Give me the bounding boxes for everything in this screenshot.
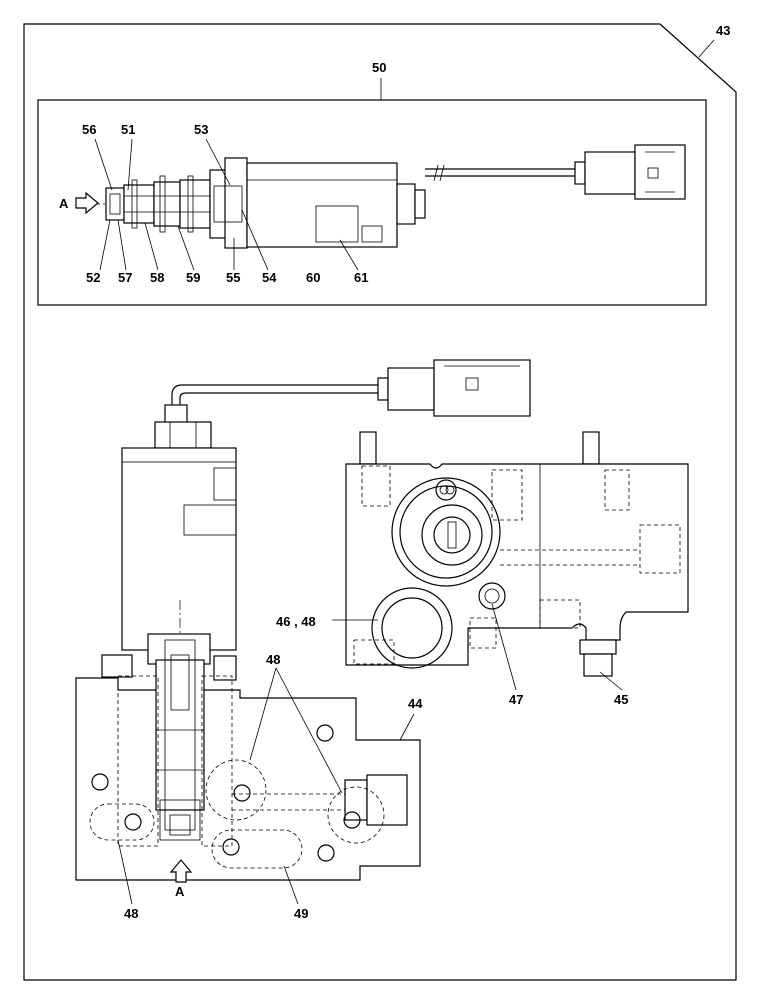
callout-53: 53 [194, 122, 208, 137]
view-arrow-label-bottom: A [175, 884, 185, 899]
callout-58: 58 [150, 270, 164, 285]
callout-52: 52 [86, 270, 100, 285]
callout-49: 49 [294, 906, 308, 921]
manifold-hole [222, 838, 240, 856]
view-arrow-label-inset: A [59, 196, 69, 211]
solenoid-manifold-assembly [75, 359, 531, 883]
callout-61: 61 [354, 270, 368, 285]
callout-48-top: 48 [266, 652, 280, 667]
callout-43: 43 [716, 23, 730, 38]
inset-frame [37, 99, 707, 306]
callout-60: 60 [306, 270, 320, 285]
manifold-hole [124, 813, 142, 831]
manifold-hole [233, 784, 251, 802]
callout-50: 50 [372, 60, 386, 75]
manifold-hole [91, 773, 109, 791]
callout-46-48: 46 , 48 [276, 614, 316, 629]
manifold-hole [317, 844, 335, 862]
callout-48-bottom: 48 [124, 906, 138, 921]
callout-54: 54 [262, 270, 277, 285]
callout-57: 57 [118, 270, 132, 285]
outer-frame [23, 23, 737, 981]
solenoid-cartridge-inset [75, 144, 686, 249]
callout-44: 44 [408, 696, 423, 711]
callout-47: 47 [509, 692, 523, 707]
manifold-hole [316, 724, 334, 742]
callout-59: 59 [186, 270, 200, 285]
valve-body-block [345, 431, 689, 677]
callout-45: 45 [614, 692, 628, 707]
callout-51: 51 [121, 122, 135, 137]
manifold-hole [343, 811, 361, 829]
callout-55: 55 [226, 270, 240, 285]
leader-43 [698, 39, 715, 58]
callout-56: 56 [82, 122, 96, 137]
